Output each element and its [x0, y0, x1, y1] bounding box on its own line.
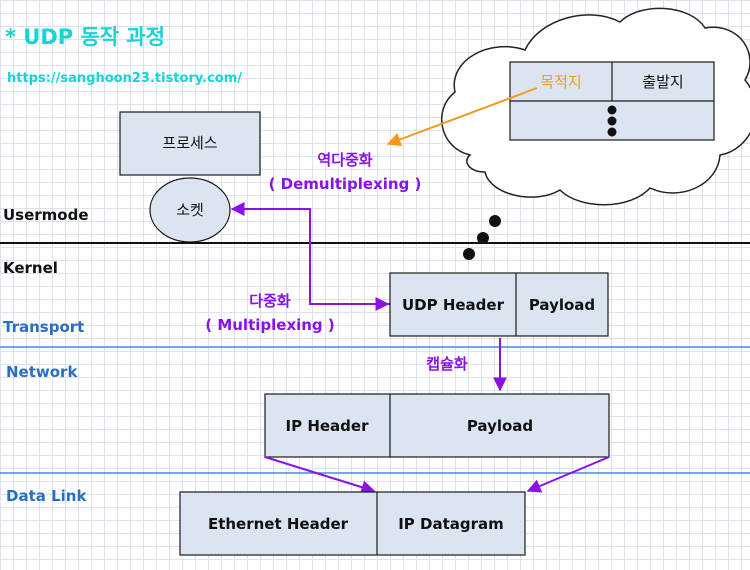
- encap-label: 캡슐화: [426, 355, 468, 373]
- cloud-table: 목적지 출발지: [509, 61, 715, 141]
- mux-connector: [230, 202, 390, 305]
- ip-payload-cell: Payload: [467, 417, 533, 435]
- frame-arrow-right: [526, 456, 610, 493]
- ip-datagram-cell: IP Datagram: [398, 515, 504, 533]
- ip-header-cell: IP Header: [286, 417, 370, 435]
- ethernet-header-cell: Ethernet Header: [208, 515, 349, 533]
- frame-arrow-left: [264, 456, 376, 494]
- udp-payload-cell: Payload: [529, 296, 595, 314]
- ellipsis-dot: [607, 105, 617, 115]
- mux-label: 다중화: [249, 292, 291, 310]
- dest-cell: 목적지: [540, 73, 581, 91]
- socket-label: 소켓: [176, 201, 204, 219]
- network-label: Network: [6, 363, 78, 381]
- bubble-dot: [463, 248, 475, 260]
- demux-label-en: ( Demultiplexing ): [269, 175, 422, 193]
- src-cell: 출발지: [642, 73, 683, 91]
- ellipsis-dot: [607, 127, 617, 137]
- process-label: 프로세스: [162, 134, 217, 152]
- transport-label: Transport: [3, 318, 84, 336]
- kernel-label: Kernel: [3, 259, 58, 277]
- process-box: [119, 111, 261, 176]
- source-url: https://sanghoon23.tistory.com/: [7, 71, 242, 86]
- ethernet-frame-box: [179, 491, 526, 556]
- mux-label-en: ( Multiplexing ): [205, 316, 335, 334]
- ellipsis-dot: [607, 116, 617, 126]
- bubble-dot: [477, 232, 489, 244]
- demux-arrow: [386, 87, 538, 147]
- bubble-dot: [489, 215, 501, 227]
- page-title: * UDP 동작 과정: [5, 25, 165, 49]
- udp-header-cell: UDP Header: [402, 296, 505, 314]
- udp-segment-box: [389, 272, 609, 337]
- ip-packet-box: [264, 393, 610, 458]
- datalink-label: Data Link: [6, 487, 87, 505]
- usermode-label: Usermode: [3, 206, 89, 224]
- demux-label: 역다중화: [317, 151, 372, 169]
